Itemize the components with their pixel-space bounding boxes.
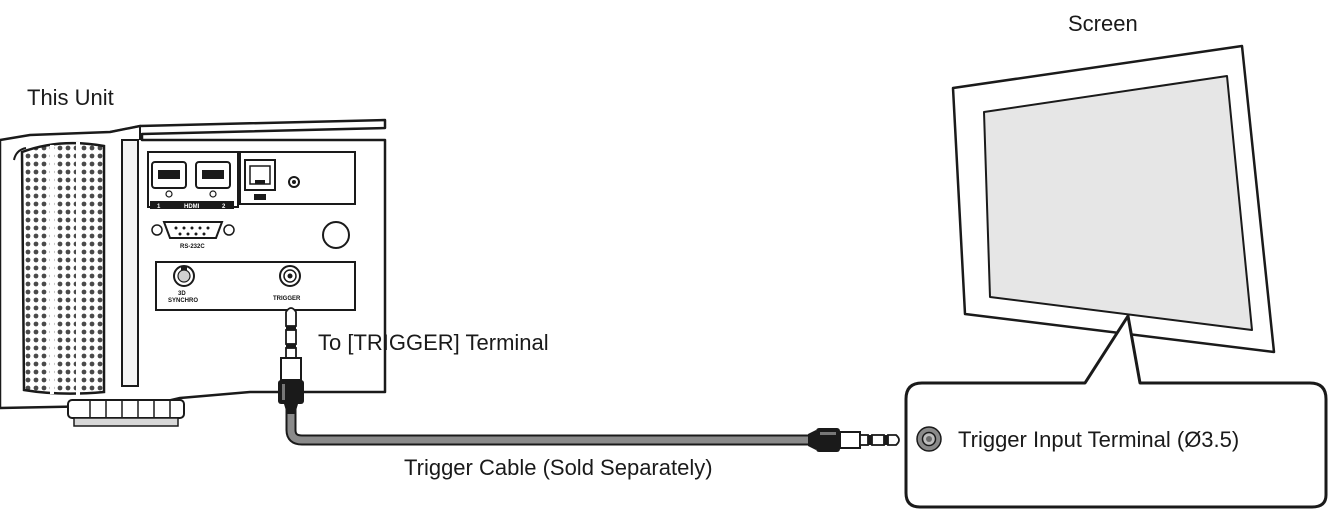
- trigger-port: [279, 265, 301, 287]
- hdmi-2-port: [195, 161, 231, 198]
- projector-unit: 1 HDMI 2: [0, 118, 387, 427]
- hdmi-1-label: 1: [157, 204, 161, 210]
- hdmi-1-port: [151, 161, 187, 198]
- trigger-input-terminal-icon: [916, 426, 942, 452]
- terminal-panel-upper: 1 HDMI 2: [147, 151, 356, 250]
- sync-3d-label-line1: 3D: [178, 291, 186, 297]
- trigger-label: TRIGGER: [273, 296, 301, 302]
- trigger-cable: [278, 307, 900, 452]
- screen-label: Screen: [1068, 11, 1138, 36]
- sync-3d-port: [173, 265, 195, 287]
- trigger-cable-label: Trigger Cable (Sold Separately): [404, 455, 713, 480]
- projector-plug: [278, 307, 304, 414]
- rs232c-label: RS-232C: [180, 244, 205, 250]
- hdmi-2-label: 2: [222, 204, 226, 210]
- screen-surface: [983, 75, 1253, 331]
- round-knob: [322, 221, 350, 249]
- vent-grille: [13, 141, 106, 395]
- projector-foot: [67, 399, 185, 427]
- lan-port: [244, 159, 276, 200]
- sync-3d-label-line2: SYNCHRO: [168, 298, 198, 304]
- screen-plug: [808, 428, 900, 452]
- rs232c-port: [151, 221, 235, 239]
- this-unit-label: This Unit: [27, 85, 114, 110]
- trigger-input-callout: [904, 314, 1328, 509]
- to-trigger-terminal-label: To [TRIGGER] Terminal: [318, 330, 549, 355]
- trigger-input-terminal-label: Trigger Input Terminal (Ø3.5): [958, 427, 1240, 452]
- projection-screen: [951, 44, 1276, 354]
- hdmi-label: HDMI: [184, 204, 200, 210]
- service-port: [288, 176, 300, 188]
- terminal-panel-lower: 3D SYNCHRO TRIGGER: [155, 261, 356, 311]
- cable-line: [287, 406, 818, 444]
